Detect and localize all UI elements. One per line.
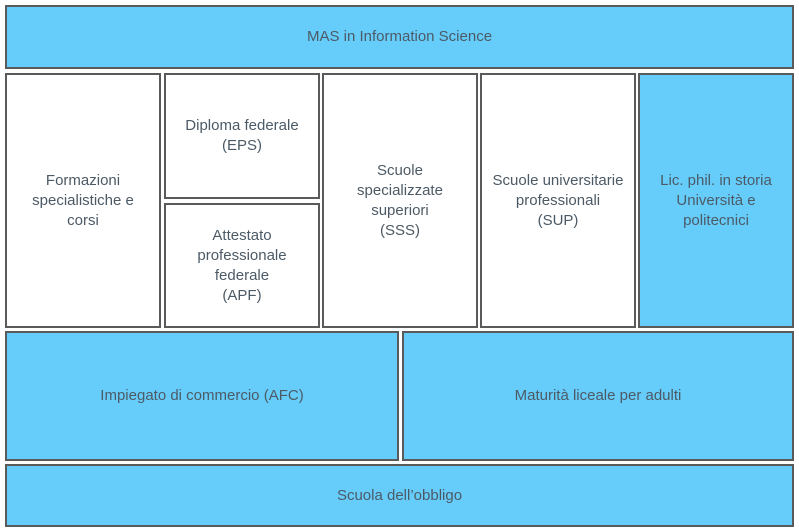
formazioni-specialistiche-box: Formazioni specialistiche e corsi — [5, 73, 161, 328]
scuole-universitarie-professionali-box: Scuole universitarie professionali (SUP) — [480, 73, 636, 328]
mas-information-science-box: MAS in Information Science — [5, 5, 794, 69]
scuole-specializzate-superiori-box: Scuole specializzate superiori (SSS) — [322, 73, 478, 328]
maturita-liceale-box: Maturità liceale per adulti — [402, 331, 794, 461]
diploma-federale-box: Diploma federale (EPS) — [164, 73, 320, 199]
lic-phil-universita-box: Lic. phil. in storia Università e polite… — [638, 73, 794, 328]
attestato-professionale-box: Attestato professionale federale (APF) — [164, 203, 320, 328]
impiegato-commercio-box: Impiegato di commercio (AFC) — [5, 331, 399, 461]
scuola-obbligo-box: Scuola dell’obbligo — [5, 464, 794, 527]
